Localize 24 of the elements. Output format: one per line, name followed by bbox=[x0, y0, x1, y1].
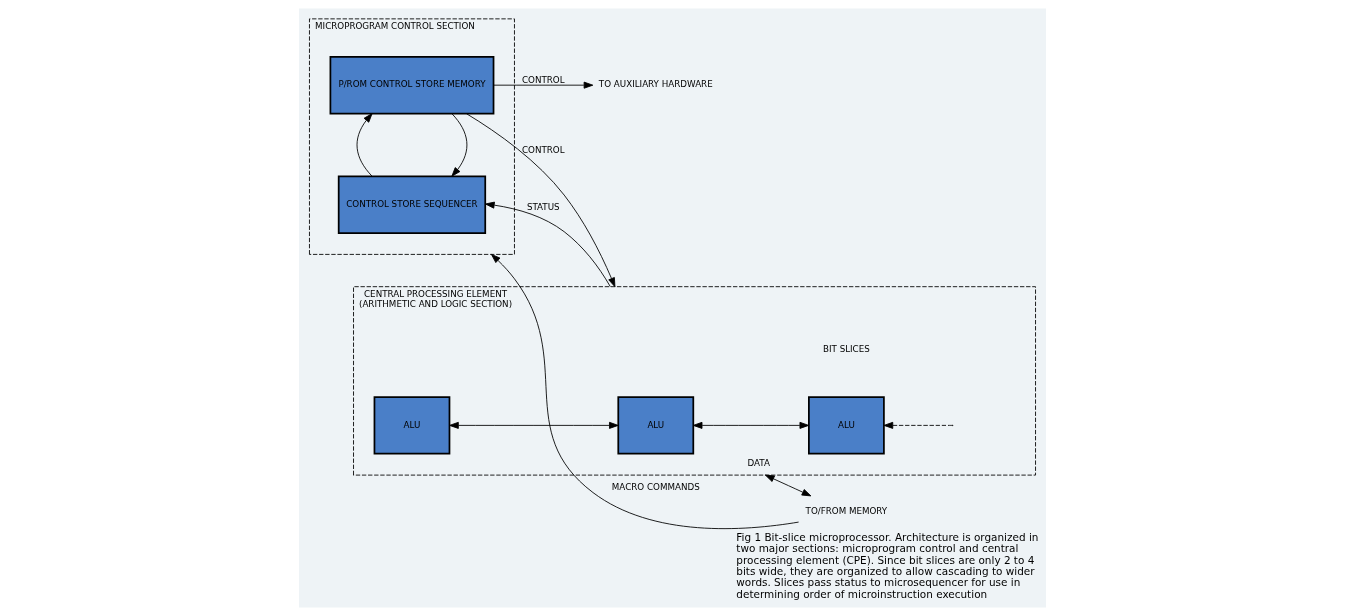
arrow bbox=[493, 81, 594, 89]
edge-label: CONTROL bbox=[521, 74, 565, 85]
node-text: TO AUXILIARY HARDWARE bbox=[598, 79, 713, 90]
arrow bbox=[451, 113, 468, 177]
arrow bbox=[449, 421, 619, 429]
node-text: TO/FROM MEMORY bbox=[805, 505, 888, 516]
arrow bbox=[466, 113, 616, 288]
node-box: CONTROL STORE SEQUENCER bbox=[337, 175, 487, 234]
arrow bbox=[491, 253, 800, 529]
node-box: ALU bbox=[373, 396, 451, 455]
arrow bbox=[356, 113, 373, 177]
arrow bbox=[764, 474, 812, 497]
arrow bbox=[485, 201, 611, 288]
arrow bbox=[883, 421, 953, 429]
edge-label: CONTROL bbox=[521, 145, 565, 156]
node-box: P/ROM CONTROL STORE MEMORY bbox=[329, 55, 495, 115]
node-box: ALU bbox=[808, 396, 885, 455]
label: BIT SLICES bbox=[823, 343, 870, 354]
edge-label: MACRO COMMANDS bbox=[611, 481, 700, 492]
edge-label: STATUS bbox=[526, 201, 560, 212]
edge-label: DATA bbox=[747, 457, 770, 468]
arrow bbox=[692, 421, 810, 429]
node-box: ALU bbox=[617, 396, 695, 455]
caption: Fig 1 Bit-slice microprocessor. Architecture is organized in two major sections: microprogram control and central processing element (CPE). Since bit slices are only 2 to 4 bits wide, they are organized to allow cascading to wider words. Slices pass status to microsequencer for use in determining order of microinstruction execution bbox=[736, 530, 1039, 600]
